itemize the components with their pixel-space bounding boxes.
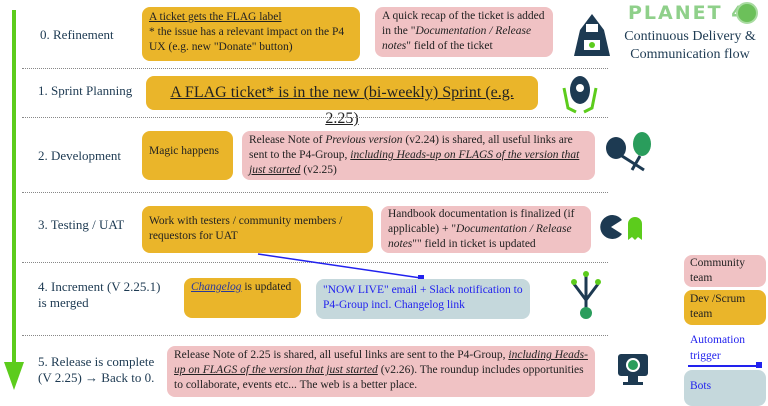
changelog-link[interactable]: Changelog [191, 281, 242, 293]
divider [22, 192, 608, 193]
flag-label-text: * the issue has a relevant impact on the… [149, 26, 345, 53]
hands-radiation-icon [562, 76, 598, 114]
stage-1-dev-box: A FLAG ticket* is in the new (bi-weekly)… [146, 76, 538, 127]
stage-0-label: 0. Refinement [40, 27, 114, 42]
stage-1-label: 1. Sprint Planning [38, 83, 133, 98]
legend-dev-team: Dev /Scrum team [684, 290, 766, 325]
legend-automation-trigger: Automation trigger [690, 334, 745, 362]
pacman-ghost-icon [600, 215, 642, 240]
divider [22, 335, 608, 336]
stage-3-community-box: Handbook documentation is finalized (if … [381, 206, 591, 253]
subtitle: Continuous Delivery & Communication flow [612, 28, 768, 64]
stage-2-dev-box: Magic happens [142, 131, 233, 180]
globe-icon [736, 2, 758, 24]
legend-community-team: Community team [684, 255, 766, 287]
subtitle-line-1: Continuous Delivery & [624, 29, 756, 44]
hooded-figure-icon [574, 14, 610, 56]
stage-4-label: 4. Increment (V 2.25.1)is merged [38, 279, 161, 310]
legend-bots: Bots [684, 370, 766, 406]
legend-automation-marker [756, 362, 762, 368]
stage-3-label: 3. Testing / UAT [38, 217, 125, 232]
divider [22, 68, 608, 69]
subtitle-line-2: Communication flow [630, 47, 750, 62]
flag-label-title: A ticket gets the FLAG label [149, 11, 282, 23]
stage-2-community-box: Release Note of Previous version (v2.24)… [242, 131, 595, 180]
stage-4-bot-box: "NOW LIVE" email + Slack notification to… [316, 279, 530, 319]
stage-3-dev-box: Work with testers / community members / … [142, 206, 373, 253]
brand-title: PLANET 4 [628, 2, 747, 24]
stage-5-community-box: Release Note of 2.25 is shared, all usef… [167, 346, 595, 397]
git-branch-icon [571, 271, 601, 319]
timeline-arrowhead [4, 362, 24, 390]
legend-automation-line [688, 365, 760, 367]
stage-0-community-box: A quick recap of the ticket is added in … [375, 7, 553, 57]
stage-4-dev-box: Changelog is updated [184, 278, 301, 318]
monitor-wordpress-icon [618, 354, 648, 385]
timeline-arrow [12, 10, 16, 365]
maracas-icon [606, 132, 651, 172]
stage-5-label: 5. Release is complete(V 2.25) → Back to… [38, 354, 155, 385]
divider [22, 117, 608, 118]
stage-0-dev-box: A ticket gets the FLAG label * the issue… [142, 7, 360, 61]
stage-2-label: 2. Development [38, 148, 122, 163]
